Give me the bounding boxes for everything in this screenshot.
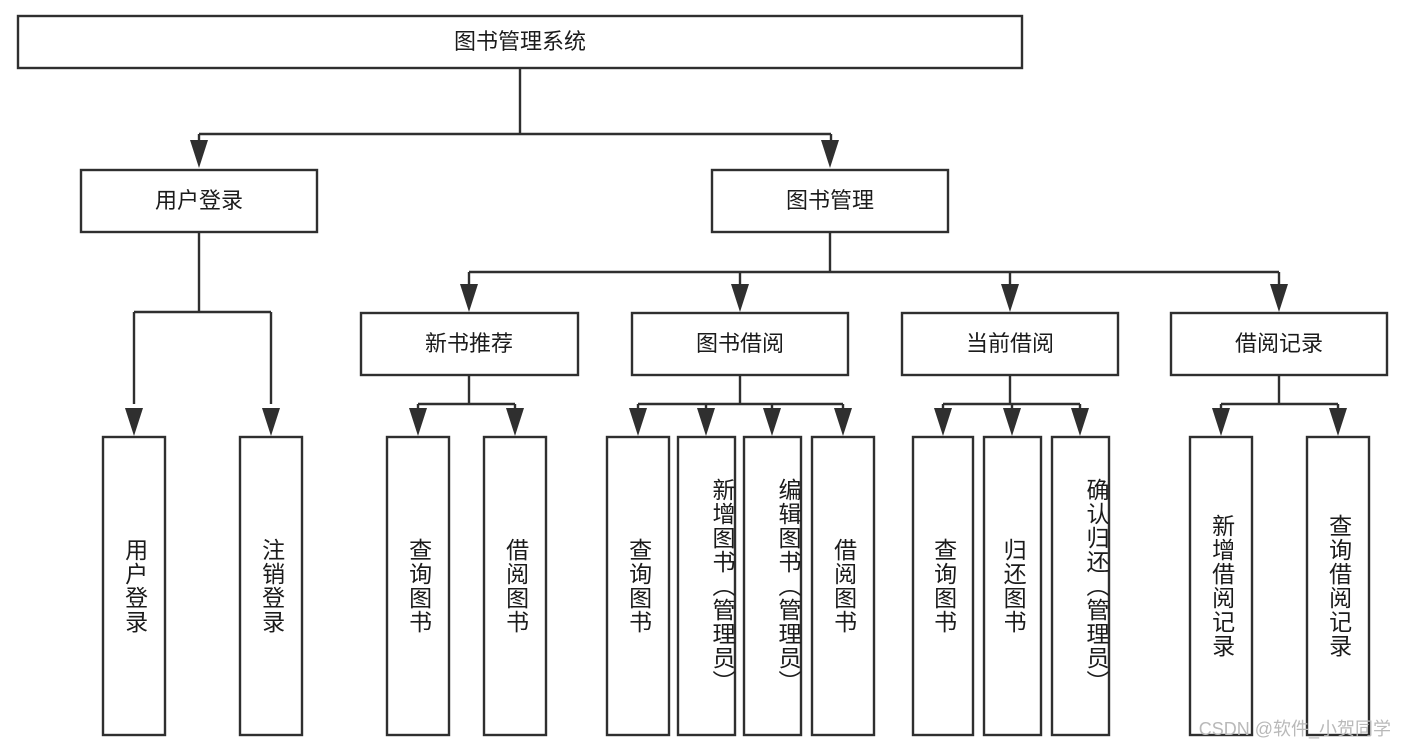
arrow-to-borrow-record [1270,284,1288,312]
node-box-leaf-return-book[interactable] [982,435,1043,737]
connector-book-borrow-bus [636,375,845,410]
node-box-leaf-borrow-book-2[interactable] [810,435,876,737]
node-label-user-login: 用户登录 [155,188,243,213]
node-label-current-borrow: 当前借阅 [966,331,1054,356]
node-box-borrow-record[interactable] [1169,311,1389,377]
node-box-leaf-user-login[interactable] [101,435,167,737]
node-box-leaf-query-book-3[interactable] [911,435,975,737]
node-label-book-borrow: 图书借阅 [696,331,784,356]
node-box-root[interactable] [16,14,1024,70]
arrow-to-new-book-rec [460,284,478,312]
arrow-to-leaf-borrow-book-1 [506,408,524,436]
arrow-to-leaf-user-login [125,408,143,436]
arrow-to-book-borrow [731,284,749,312]
node-box-user-login[interactable] [79,168,319,234]
node-box-leaf-edit-book[interactable] [742,435,803,737]
connector-root-bus [197,68,833,142]
node-box-book-manage[interactable] [710,168,950,234]
arrow-to-user-login [190,140,208,168]
node-box-leaf-confirm-return[interactable] [1050,435,1111,737]
arrow-to-leaf-borrow-book-2 [834,408,852,436]
node-box-leaf-borrow-book-1[interactable] [482,435,548,737]
connector-current-borrow-bus [941,375,1082,410]
connector-book-manage-bus [467,232,1281,284]
connector-user-login-bus [132,232,273,404]
arrow-to-leaf-query-book-1 [409,408,427,436]
node-box-leaf-query-book-1[interactable] [385,435,451,737]
arrow-to-leaf-edit-book [763,408,781,436]
node-box-book-borrow[interactable] [630,311,850,377]
node-box-current-borrow[interactable] [900,311,1120,377]
node-box-leaf-add-record[interactable] [1188,435,1254,737]
arrow-to-leaf-query-book-2 [629,408,647,436]
node-box-leaf-query-book-2[interactable] [605,435,671,737]
node-box-leaf-logout[interactable] [238,435,304,737]
node-box-leaf-query-record[interactable] [1305,435,1371,737]
connector-new-book-rec-bus [416,375,517,410]
node-label-book-manage: 图书管理 [786,188,874,213]
node-box-leaf-add-book[interactable] [676,435,737,737]
node-label-root: 图书管理系统 [454,29,586,54]
arrow-to-leaf-add-record [1212,408,1230,436]
arrow-to-leaf-logout [262,408,280,436]
connector-borrow-record-bus [1219,375,1340,410]
nodes-layer: 图书管理系统 用户登录 图书管理 新书推荐 图书借阅 当前借阅 借阅记录 [16,14,1389,737]
node-label-new-book-rec: 新书推荐 [425,331,513,356]
arrow-to-leaf-return-book [1003,408,1021,436]
arrow-to-leaf-confirm-return [1071,408,1089,436]
arrow-to-leaf-add-book [697,408,715,436]
arrow-to-book-manage [821,140,839,168]
arrow-to-current-borrow [1001,284,1019,312]
node-box-new-book-rec[interactable] [359,311,580,377]
arrow-to-leaf-query-book-3 [934,408,952,436]
node-label-borrow-record: 借阅记录 [1235,331,1323,356]
arrow-to-leaf-query-record [1329,408,1347,436]
connectors-layer [125,68,1347,436]
